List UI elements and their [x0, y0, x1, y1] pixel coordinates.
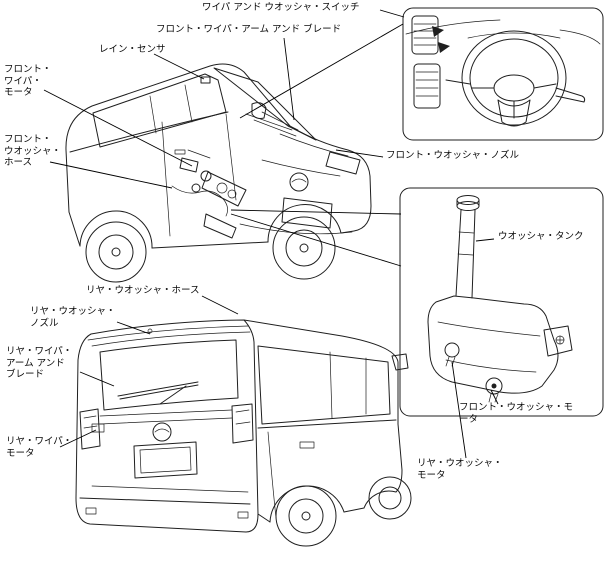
rear-vehicle-drawing — [75, 319, 412, 547]
switch-location-arrow — [438, 42, 450, 53]
label-rear-wiper-motor: リヤ・ワイパ・ モータ — [6, 436, 73, 459]
label-front-washer-motor: フロント・ウオッシャ・モ ータ — [459, 402, 574, 425]
label-wiper-washer-switch: ワイパ アンド ウオッシャ・スイッチ — [202, 2, 360, 13]
label-rear-washer-hose: リヤ・ウオッシャ・ホース — [86, 285, 200, 296]
label-front-washer-nozzle: フロント・ウオッシャ・ノズル — [386, 150, 520, 161]
label-rear-wiper-arm-blade: リヤ・ワイパ・ アーム アンド ブレード — [6, 346, 73, 380]
label-front-wiper-motor: フロント・ ワイパ・ モータ — [4, 64, 52, 98]
label-rear-washer-motor: リヤ・ウオッシャ・ モータ — [417, 458, 503, 481]
label-rain-sensor: レイン・センサ — [99, 44, 166, 55]
switch-location-arrow — [432, 26, 444, 37]
label-front-washer-hose: フロント・ ウオッシャ・ ホース — [4, 134, 62, 168]
steering-column-inset — [402, 7, 604, 141]
label-front-wiper-arm-blade: フロント・ワイパ・アーム アンド ブレード — [156, 24, 342, 35]
washer-tank-inset — [399, 187, 604, 417]
label-washer-tank: ウオッシャ・タンク — [498, 231, 584, 242]
front-vehicle-drawing — [65, 63, 372, 283]
label-rear-washer-nozzle: リヤ・ウオッシャ・ ノズル — [30, 306, 116, 329]
leader-lines — [43, 9, 499, 459]
